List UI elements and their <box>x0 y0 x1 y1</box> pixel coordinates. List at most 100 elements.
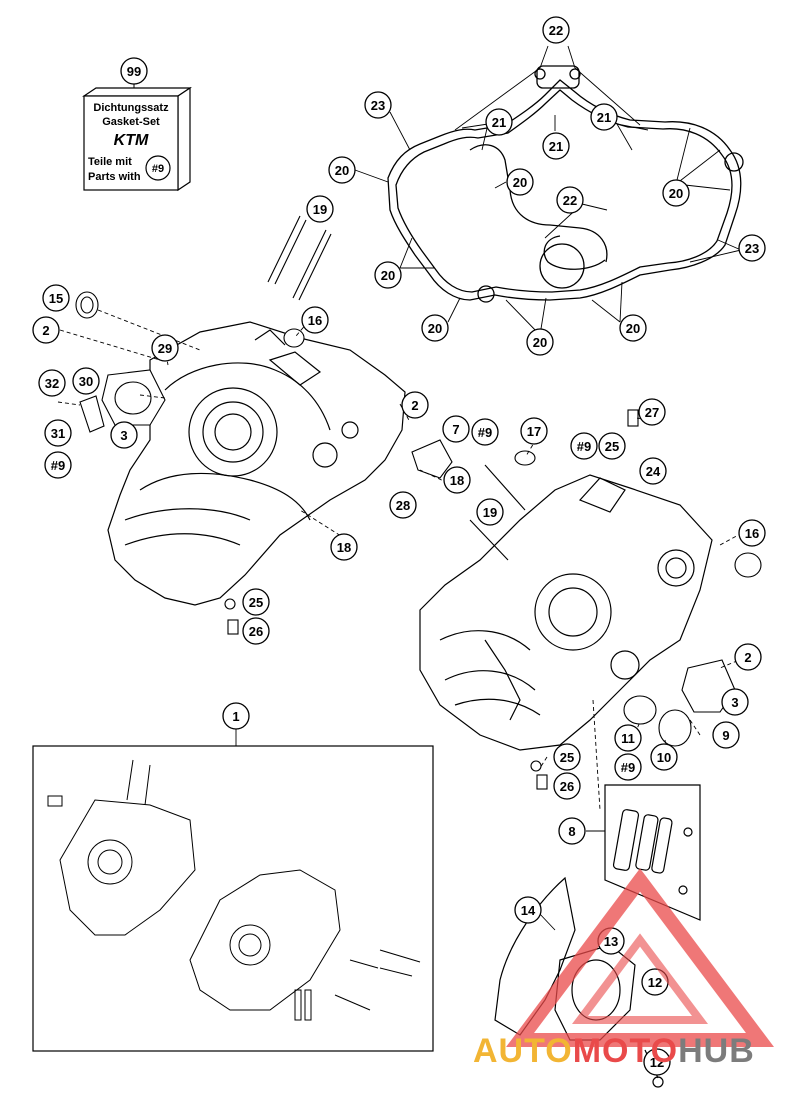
callout-circle <box>42 284 70 312</box>
callout-circle <box>442 415 470 443</box>
svg-text:AUTOMOTOHUB: AUTOMOTOHUB <box>473 1032 755 1070</box>
callout-circle <box>471 418 499 446</box>
gasket-set-line4: Parts with <box>88 171 141 183</box>
callout-circle <box>44 451 72 479</box>
callout-circle <box>110 421 138 449</box>
callout-circle <box>330 533 358 561</box>
callout-label: 13 <box>604 934 618 949</box>
callout-circle <box>590 103 618 131</box>
watermark-hub: HUB <box>678 1032 755 1070</box>
callout-label: #9 <box>621 760 635 775</box>
callout-label: 2 <box>42 323 49 338</box>
callout-circle <box>643 1048 671 1076</box>
callout-circle <box>638 398 666 426</box>
callout-circle <box>421 314 449 342</box>
callout-circle <box>222 702 250 730</box>
callout-label: #9 <box>577 439 591 454</box>
complete-crankcase-box <box>32 745 434 1052</box>
callout-label: 25 <box>605 439 619 454</box>
callout-label: 20 <box>335 163 349 178</box>
callout-circle <box>514 896 542 924</box>
callout-label: 8 <box>568 824 575 839</box>
callout-label: 20 <box>513 175 527 190</box>
left-stud-bolts <box>267 215 332 301</box>
callout-circle <box>401 391 429 419</box>
ref-9-label: #9 <box>152 163 164 175</box>
callout-circle <box>738 519 766 547</box>
callout-label: 9 <box>722 728 729 743</box>
right-crankcase-half <box>419 474 713 751</box>
callout-label: 21 <box>492 115 506 130</box>
callout-label: 19 <box>313 202 327 217</box>
callout-circle <box>389 491 417 519</box>
callout-label: 12 <box>648 975 662 990</box>
callout-circle <box>598 432 626 460</box>
callout-circle <box>328 156 356 184</box>
callout-circle <box>476 498 504 526</box>
callout-circle <box>542 132 570 160</box>
callout-label: 12 <box>650 1055 664 1070</box>
callout-label: 15 <box>49 291 63 306</box>
callout-circle <box>558 817 586 845</box>
callout-label: 31 <box>51 426 65 441</box>
callout-label: 16 <box>308 313 322 328</box>
small-parts <box>75 291 762 790</box>
callout-circle <box>242 588 270 616</box>
callout-circle <box>556 186 584 214</box>
gasket-set-line3: Teile mit <box>88 156 132 168</box>
callout-circle <box>526 328 554 356</box>
callout-circle <box>506 168 534 196</box>
ref-9-circle <box>145 155 171 181</box>
callout-label: 19 <box>483 505 497 520</box>
callout-label: 27 <box>645 405 659 420</box>
callout-label: 25 <box>560 750 574 765</box>
callout-label: 3 <box>731 695 738 710</box>
watermark-moto: MOTO <box>573 1032 678 1070</box>
callout-circle <box>364 91 392 119</box>
callout-circle <box>306 195 334 223</box>
gasket-set-line2: Gasket-Set <box>102 116 160 128</box>
callout-circle <box>151 334 179 362</box>
callout-label: 2 <box>744 650 751 665</box>
callout-label: 20 <box>669 186 683 201</box>
callout-label: 16 <box>745 526 759 541</box>
callout-label: #9 <box>478 425 492 440</box>
callout-label: 22 <box>563 193 577 208</box>
right-stud-bolts <box>469 464 526 561</box>
callout-label: 20 <box>626 321 640 336</box>
callout-circle <box>242 617 270 645</box>
callout-circle <box>301 306 329 334</box>
callout-circle <box>553 772 581 800</box>
callout-label: 18 <box>450 473 464 488</box>
callout-circle <box>553 743 581 771</box>
leader-solid <box>235 727 605 931</box>
callout-label: 28 <box>396 498 410 513</box>
callout-circle <box>520 417 548 445</box>
callout-label: 20 <box>533 335 547 350</box>
callout-circle <box>542 16 570 44</box>
callout-circle <box>614 724 642 752</box>
callout-label: 24 <box>646 464 661 479</box>
left-crankcase-half <box>107 321 406 606</box>
callout-label: 26 <box>560 779 574 794</box>
callout-circle <box>32 316 60 344</box>
automotohub-watermark: AUTOMOTOHUB <box>473 868 774 1070</box>
callout-label: 20 <box>428 321 442 336</box>
callout-label: 20 <box>381 268 395 283</box>
complete-assembly-frame <box>32 745 434 1052</box>
callout-label: 23 <box>371 98 385 113</box>
callout-circle <box>374 261 402 289</box>
callout-circle <box>44 419 72 447</box>
callout-label: #9 <box>51 458 65 473</box>
callout-label: 22 <box>549 23 563 38</box>
callout-circle <box>662 179 690 207</box>
callout-circle <box>738 234 766 262</box>
callout-label: 10 <box>657 750 671 765</box>
callout-label: 1 <box>232 709 239 724</box>
callout-label: 26 <box>249 624 263 639</box>
callout-circle <box>734 643 762 671</box>
crankcase-gasket <box>387 65 744 303</box>
callout-99-label: 99 <box>127 64 141 79</box>
